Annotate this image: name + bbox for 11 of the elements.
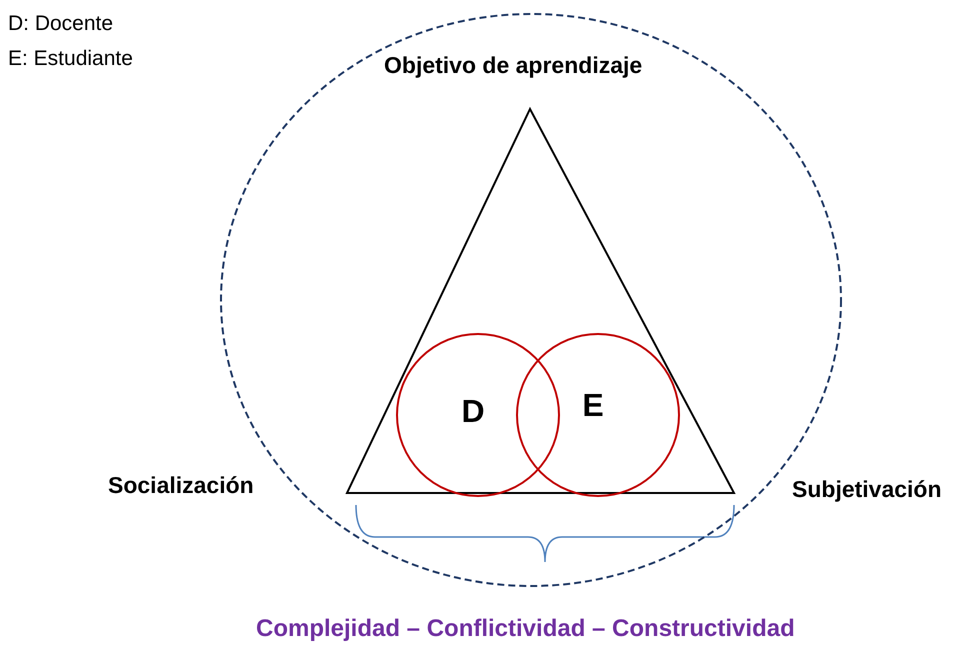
vertex-label: Objetivo de aprendizaje — [384, 52, 642, 79]
caption-text: Complejidad – Conflictividad – Constructividad — [256, 615, 795, 643]
triangle — [346, 108, 735, 494]
legend-text: D: Docente — [8, 12, 114, 36]
vertex-label: Subjetivación — [792, 476, 942, 503]
circle-letter: D — [460, 393, 486, 430]
circle-letter: E — [581, 387, 605, 424]
circle — [516, 333, 680, 497]
legend-text: E: Estudiante — [8, 47, 133, 71]
vertex-label: Socialización — [108, 472, 254, 499]
circle — [396, 333, 560, 497]
